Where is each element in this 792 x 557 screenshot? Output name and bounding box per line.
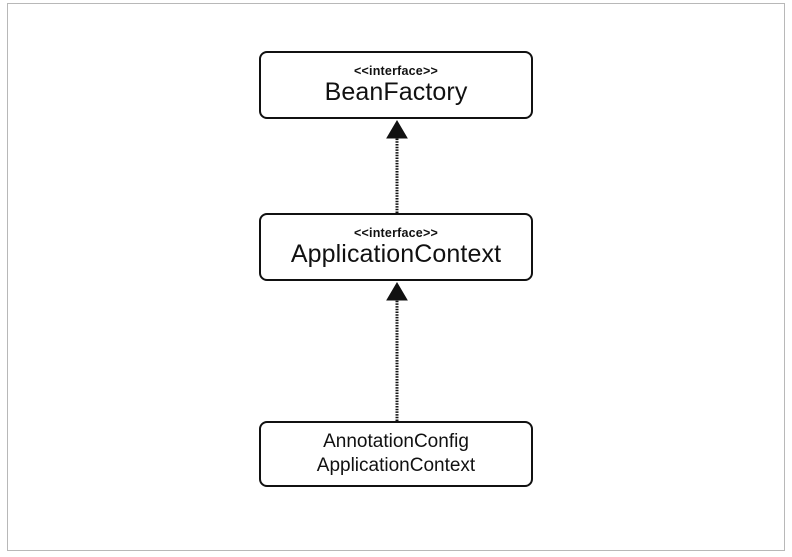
annotation-config-application-context-node: AnnotationConfig ApplicationContext xyxy=(259,421,533,487)
class-name: BeanFactory xyxy=(324,78,468,106)
class-name-line-1: AnnotationConfig xyxy=(323,431,469,452)
class-name: ApplicationContext xyxy=(290,240,502,268)
bean-factory-node: <<interface>> BeanFactory xyxy=(259,51,533,119)
stereotype-label: <<interface>> xyxy=(354,64,438,78)
class-name-line-2: ApplicationContext xyxy=(316,455,476,476)
stereotype-label: <<interface>> xyxy=(354,226,438,240)
application-context-node: <<interface>> ApplicationContext xyxy=(259,213,533,281)
